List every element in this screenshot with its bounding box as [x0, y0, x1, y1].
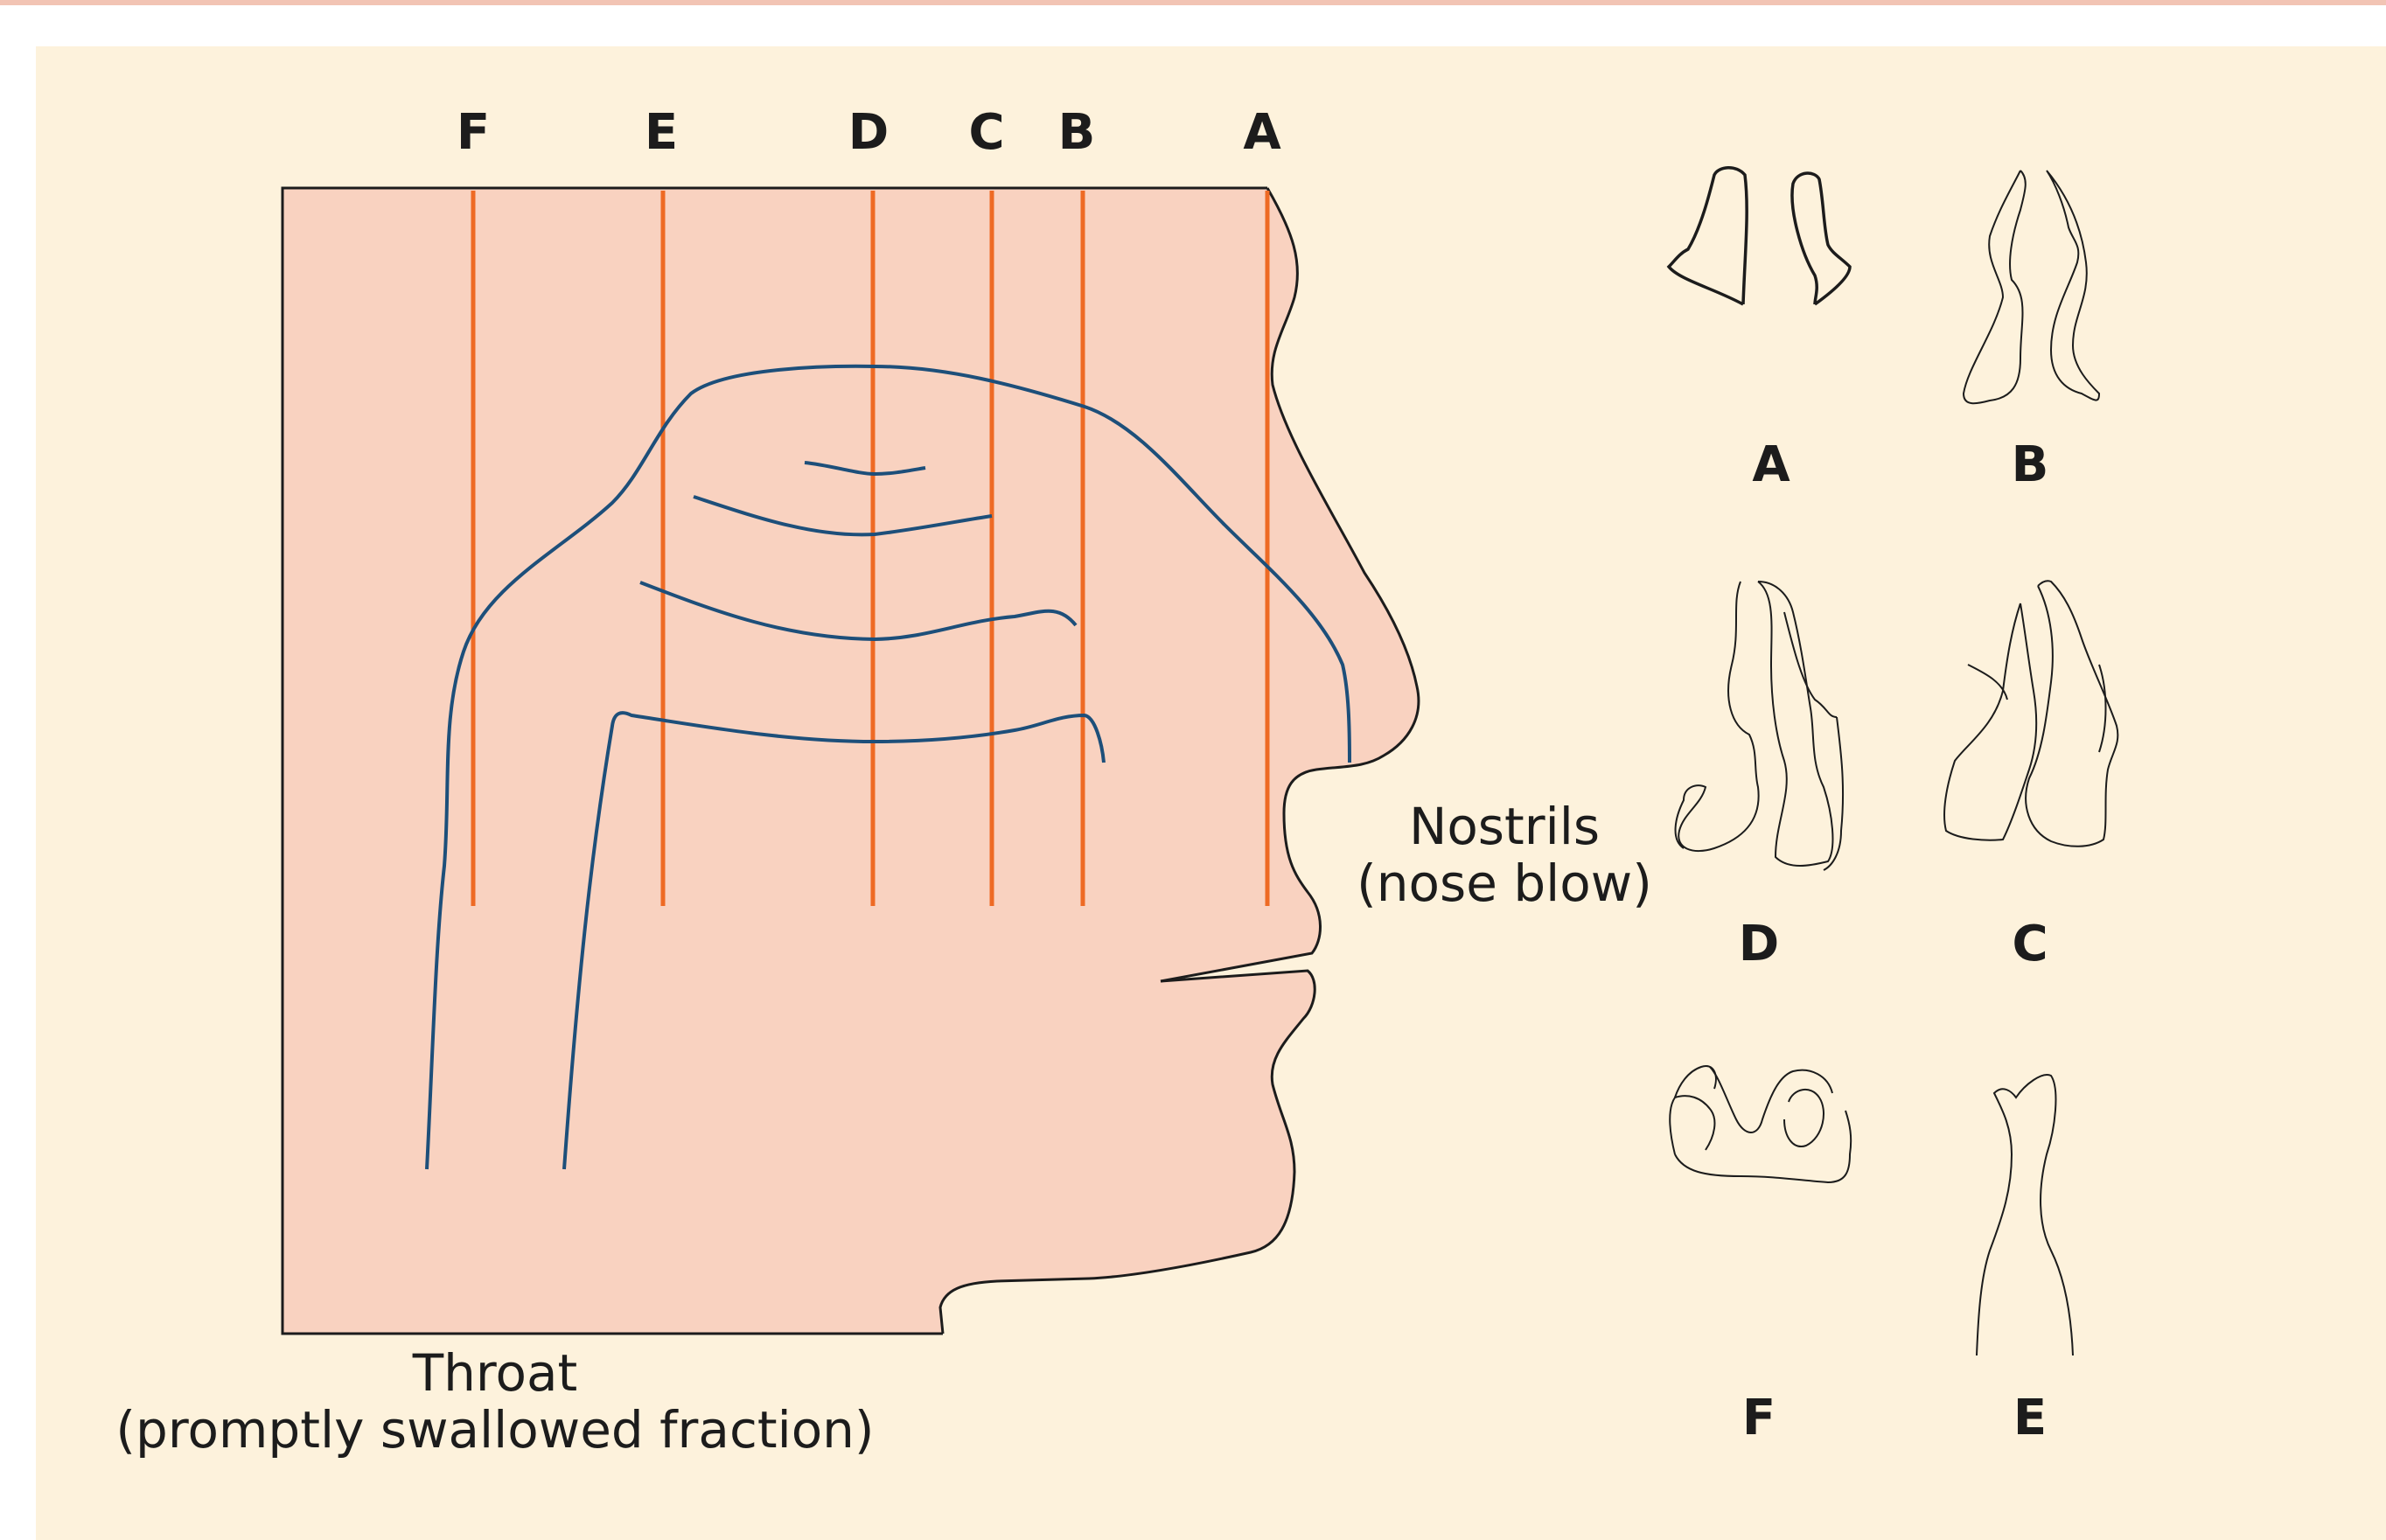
section-label-f: F — [457, 104, 490, 161]
cross-section-d — [1676, 582, 1844, 870]
section-label-e: E — [645, 104, 678, 161]
nostrils-caption-line-2: (nose blow) — [1357, 854, 1652, 913]
head-region — [283, 188, 1419, 1334]
cross-section-label-e: E — [2013, 1390, 2047, 1446]
throat-caption-line-2: (promptly swallowed fraction) — [115, 1400, 874, 1460]
throat-caption-line-1: Throat — [412, 1343, 578, 1403]
cross-section-label-a: A — [1752, 436, 1790, 493]
nostrils-caption-line-1: Nostrils — [1409, 797, 1600, 856]
section-label-d: D — [848, 104, 889, 161]
throat-caption: Throat (promptly swallowed fraction) — [115, 1343, 874, 1460]
cross-section-e — [1977, 1075, 2073, 1355]
cross-section-label-d: D — [1739, 916, 1779, 972]
cross-section-b — [1964, 171, 2099, 403]
cross-section-f — [1670, 1066, 1851, 1182]
nostrils-caption: Nostrils (nose blow) — [1357, 797, 1652, 913]
section-labels: F E D C B A — [457, 104, 1281, 161]
cross-section-label-b: B — [2012, 436, 2049, 493]
cross-section-label-f: F — [1742, 1390, 1776, 1446]
cross-section-a — [1669, 168, 1850, 304]
section-label-b: B — [1058, 104, 1096, 161]
section-label-c: C — [968, 104, 1004, 161]
cross-sections: A B D C F — [1669, 168, 2117, 1446]
section-label-a: A — [1243, 104, 1281, 161]
cross-section-c — [1944, 581, 2117, 847]
cross-section-label-c: C — [2012, 916, 2048, 972]
